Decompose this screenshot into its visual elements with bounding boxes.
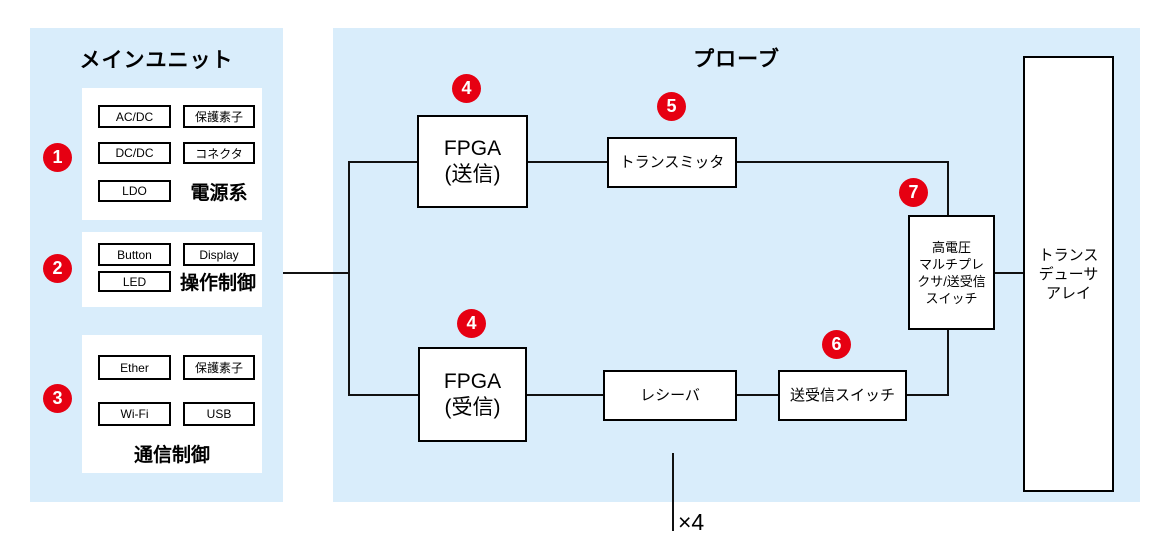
- line-branch-to-fpga-rx: [350, 394, 418, 396]
- line-up-to-mux-bottom: [947, 330, 949, 396]
- badge-4-rx: 4: [457, 309, 486, 338]
- transducer-line2: デューサ: [1038, 265, 1099, 283]
- line-transmitter-to-mux: [737, 161, 949, 163]
- line-fpga-tx-to-transmitter: [528, 161, 607, 163]
- component-box-ldo: LDO: [98, 180, 171, 202]
- fpga-rx-name: FPGA: [443, 369, 502, 393]
- receiver-label: レシーバ: [640, 387, 700, 404]
- component-box-wifi: Wi-Fi: [98, 402, 171, 426]
- tr-switch-block: 送受信スイッチ: [778, 370, 907, 421]
- line-multiplier: [672, 453, 674, 531]
- component-box-ether: Ether: [98, 355, 171, 380]
- badge-2: 2: [43, 254, 72, 283]
- tr-switch-label: 送受信スイッチ: [789, 387, 895, 404]
- hv-mux-line3: クサ/送受信: [917, 273, 986, 289]
- badge-4-tx: 4: [452, 74, 481, 103]
- receiver-block: レシーバ: [603, 370, 737, 421]
- fpga-rx-block: FPGA (受信): [418, 347, 527, 442]
- hv-mux-block: 高電圧 マルチプレ クサ/送受信 スイッチ: [908, 215, 995, 330]
- line-receiver-to-switch: [737, 394, 778, 396]
- power-group-label: 電源系: [190, 182, 248, 204]
- main-unit-title: メインユニット: [79, 49, 234, 72]
- probe-title: プローブ: [693, 48, 780, 71]
- transducer-array-block: トランス デューサ アレイ: [1023, 56, 1114, 492]
- badge-1: 1: [43, 143, 72, 172]
- badge-3: 3: [43, 384, 72, 413]
- fpga-rx-mode: (受信): [444, 395, 501, 419]
- line-down-to-mux-top: [947, 161, 949, 215]
- component-box-led: LED: [98, 271, 171, 292]
- hv-mux-line4: スイッチ: [925, 290, 978, 306]
- hv-mux-line2: マルチプレ: [918, 256, 984, 272]
- fpga-tx-mode: (送信): [444, 162, 501, 186]
- transducer-line3: アレイ: [1045, 284, 1091, 302]
- component-box-display: Display: [183, 243, 255, 266]
- hv-mux-line1: 高電圧: [931, 239, 971, 255]
- line-mainunit-to-branch: [283, 272, 350, 274]
- transmitter-label: トランスミッタ: [619, 154, 725, 171]
- badge-7: 7: [899, 178, 928, 207]
- line-fpga-rx-to-receiver: [527, 394, 603, 396]
- transducer-line1: トランス: [1038, 246, 1099, 264]
- component-box-protection-1: 保護素子: [183, 105, 255, 128]
- line-mux-to-transducer: [995, 272, 1023, 274]
- component-box-usb: USB: [183, 402, 255, 426]
- control-group-label: 操作制御: [179, 272, 256, 294]
- transmitter-block: トランスミッタ: [607, 137, 737, 188]
- badge-6: 6: [822, 330, 851, 359]
- component-box-connector: コネクタ: [183, 142, 255, 164]
- fpga-tx-block: FPGA (送信): [417, 115, 528, 208]
- comm-group-label: 通信制御: [133, 444, 210, 466]
- multiplier-label: ×4: [678, 509, 705, 535]
- component-box-acdc: AC/DC: [98, 105, 171, 128]
- component-box-button: Button: [98, 243, 171, 266]
- fpga-tx-name: FPGA: [443, 136, 502, 160]
- line-switch-to-riser: [907, 394, 949, 396]
- line-branch-to-fpga-tx: [350, 161, 417, 163]
- component-box-dcdc: DC/DC: [98, 142, 171, 164]
- component-box-protection-2: 保護素子: [183, 355, 255, 380]
- line-branch-vertical: [348, 161, 350, 396]
- badge-5: 5: [657, 92, 686, 121]
